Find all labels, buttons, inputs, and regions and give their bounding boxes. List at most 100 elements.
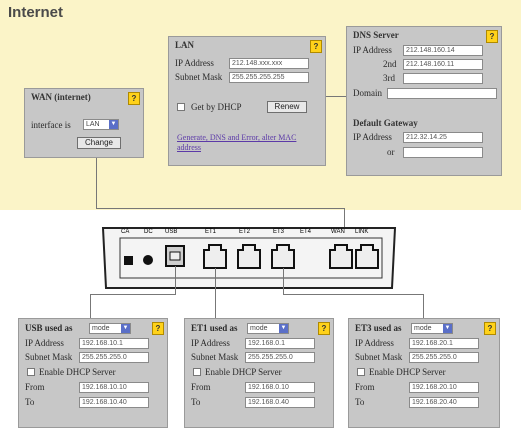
dns-ip2-input[interactable]: 212.148.160.11 [403,59,483,70]
to-input[interactable]: 192.168.10.40 [79,397,149,408]
lan-mask-input[interactable]: 255.255.255.255 [229,72,309,83]
router-port-label-et2: ET2 [239,229,251,235]
router-port-label-ca: CA [121,229,130,235]
wan-panel-header: WAN (internet) [31,92,91,102]
dns-panel-header: DNS Server [353,30,399,40]
ip-label: IP Address [191,338,230,348]
chevron-down-icon: ▼ [109,120,118,129]
mask-input[interactable]: 255.255.255.0 [245,352,315,363]
connector-line [423,294,424,318]
et3-port-panel: ET3 used as mode ▼ ? IP Address 192.168.… [348,318,500,428]
port-header: ET3 used as [355,323,402,333]
domain-input[interactable] [387,88,497,99]
to-label: To [355,397,365,407]
from-input[interactable]: 192.168.10.10 [79,382,149,393]
et1-port-panel: ET1 used as mode ▼ ? IP Address 192.168.… [184,318,334,428]
dhcp-server-label: Enable DHCP Server [39,367,116,377]
help-icon[interactable]: ? [128,92,140,105]
lan-panel: LAN ? IP Address 212.148.xxx.xxx Subnet … [168,36,326,166]
dns-3rd-label: 3rd [383,73,395,83]
from-label: From [191,382,211,392]
router-port-label-et3: ET3 [273,229,285,235]
gateway-ip-input[interactable]: 212.32.14.25 [403,132,483,143]
chevron-down-icon: ▼ [279,324,288,333]
help-icon[interactable]: ? [318,322,330,335]
dhcp-server-label: Enable DHCP Server [205,367,282,377]
connector-line [283,294,423,295]
router-port-label-et4: ET4 [300,229,312,235]
chevron-down-icon: ▼ [121,324,130,333]
mask-label: Subnet Mask [191,352,239,362]
ip-input[interactable]: 192.168.10.1 [79,338,149,349]
connector-line [215,268,216,318]
ip-label: IP Address [355,338,394,348]
dns-ip-label: IP Address [353,45,392,55]
mode-select-value: mode [250,325,268,332]
interface-label: interface is [31,120,71,130]
mask-label: Subnet Mask [355,352,403,362]
ip-input[interactable]: 192.168.20.1 [409,338,479,349]
ip-input[interactable]: 192.168.0.1 [245,338,315,349]
page-title: Internet [8,4,64,21]
interface-select[interactable]: LAN ▼ [83,119,119,130]
router-port-label-usb: USB [165,229,178,235]
advanced-link[interactable]: Generate, DNS and Error, alter MAC addre… [177,133,297,152]
connector-line [283,268,284,294]
dhcp-server-checkbox[interactable] [27,368,35,376]
dns-panel: DNS Server ? IP Address 212.148.160.14 2… [346,26,502,176]
dhcp-label: Get by DHCP [191,102,242,112]
from-input[interactable]: 192.168.20.10 [409,382,479,393]
connector-line [344,208,345,232]
gateway-or-label: or [387,147,395,157]
to-label: To [191,397,201,407]
lan-mask-label: Subnet Mask [175,72,223,82]
router-port-label-et1: ET1 [205,229,217,235]
router-port-label-link: LINK [355,229,369,235]
dns-2nd-label: 2nd [383,59,397,69]
mode-select-value: mode [92,325,110,332]
connector-line [96,158,97,208]
wan-panel: WAN (internet) ? interface is LAN ▼ Chan… [24,88,144,158]
help-icon[interactable]: ? [484,322,496,335]
mask-input[interactable]: 255.255.255.0 [409,352,479,363]
gateway-header: Default Gateway [353,118,418,128]
connector-line [96,208,344,209]
dhcp-server-checkbox[interactable] [357,368,365,376]
interface-select-value: LAN [86,121,100,128]
help-icon[interactable]: ? [310,40,322,53]
port-header: ET1 used as [191,323,238,333]
mode-select-value: mode [414,325,432,332]
connector-line [90,294,176,295]
to-input[interactable]: 192.168.0.40 [245,397,315,408]
dhcp-server-checkbox[interactable] [193,368,201,376]
connector-line [326,96,346,97]
help-icon[interactable]: ? [152,322,164,335]
mode-select[interactable]: mode ▼ [247,323,289,334]
domain-label: Domain [353,88,382,98]
lan-ip-label: IP Address [175,58,214,68]
dhcp-checkbox[interactable] [177,103,185,111]
mask-label: Subnet Mask [25,352,73,362]
from-label: From [355,382,375,392]
renew-button[interactable]: Renew [267,101,307,113]
dns-ip3-input[interactable] [403,73,483,84]
router-port-label-wan: WAN [331,229,345,235]
from-input[interactable]: 192.168.0.10 [245,382,315,393]
router-port-label-dc: DC [144,229,153,235]
chevron-down-icon: ▼ [443,324,452,333]
mask-input[interactable]: 255.255.255.0 [79,352,149,363]
connector-line [175,266,176,294]
gateway-or-input[interactable] [403,147,483,158]
lan-panel-header: LAN [175,40,195,50]
to-input[interactable]: 192.168.20.40 [409,397,479,408]
change-button[interactable]: Change [77,137,121,149]
lan-ip-input[interactable]: 212.148.xxx.xxx [229,58,309,69]
dns-ip1-input[interactable]: 212.148.160.14 [403,45,483,56]
mode-select[interactable]: mode ▼ [411,323,453,334]
to-label: To [25,397,35,407]
connector-line [90,294,91,318]
help-icon[interactable]: ? [486,30,498,43]
mode-select[interactable]: mode ▼ [89,323,131,334]
gateway-ip-label: IP Address [353,132,392,142]
from-label: From [25,382,45,392]
